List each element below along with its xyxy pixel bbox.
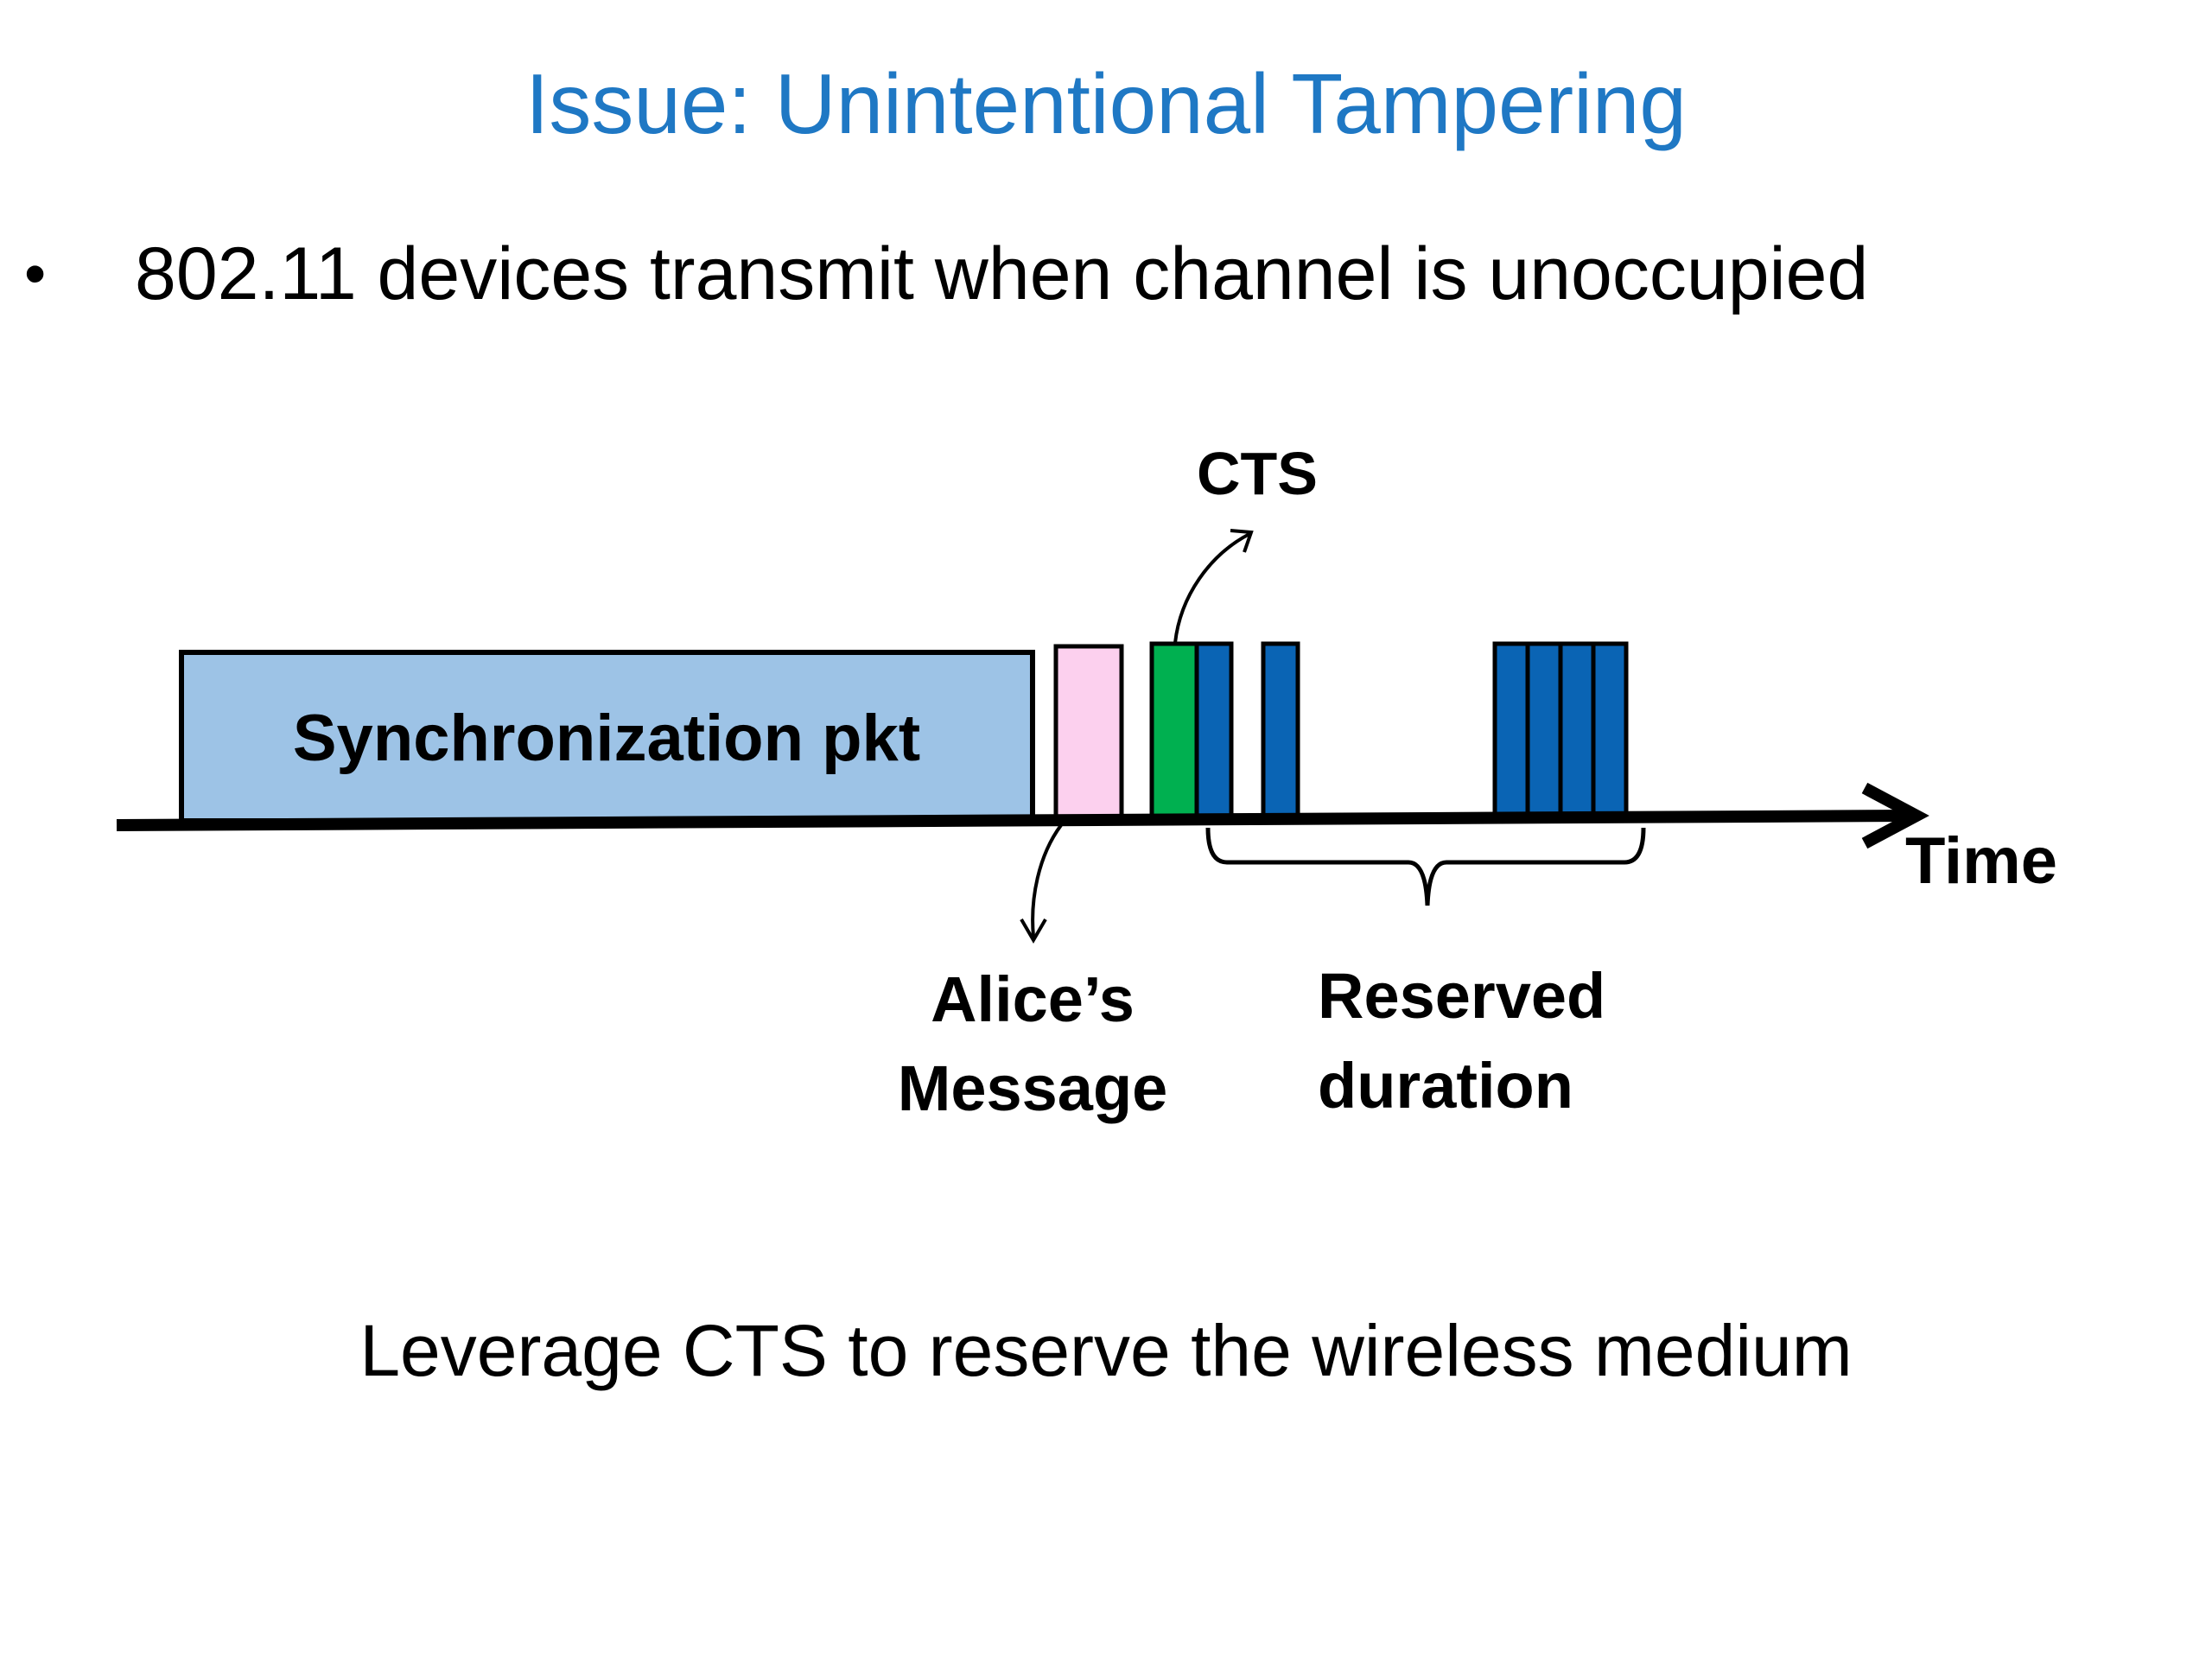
- cts-callout-arrowhead: [1230, 529, 1254, 553]
- reserved-frame: [1558, 641, 1596, 823]
- time-axis: [116, 810, 1910, 831]
- reserved-frame: [1525, 641, 1563, 823]
- reserved-duration-label-line2: duration: [1318, 1050, 1573, 1122]
- reserved-frame: [1194, 641, 1234, 823]
- alice-callout-arrowhead: [1020, 918, 1047, 944]
- alice-message-label-line2: Message: [898, 1052, 1168, 1124]
- time-axis-label: Time: [1905, 824, 2057, 898]
- cts-callout-arrow: [1173, 532, 1250, 644]
- bullet-text: 802.11 devices transmit when channel is …: [135, 232, 1869, 315]
- sync-packet-block: [179, 650, 1035, 823]
- reserved-duration-brace: [1205, 827, 1646, 906]
- reserved-frame: [1492, 641, 1530, 823]
- time-axis-arrowhead: [1861, 782, 1929, 849]
- alice-message-block: [1053, 644, 1124, 823]
- cts-label: CTS: [1197, 440, 1318, 507]
- sync-packet-label: Synchronization pkt: [293, 702, 920, 775]
- slide-title: Issue: Unintentional Tampering: [525, 56, 1687, 151]
- bullet-dot-icon: •: [24, 239, 47, 308]
- alice-message-label-line1: Alice’s: [931, 963, 1135, 1035]
- slide-caption: Leverage CTS to reserve the wireless med…: [359, 1310, 1853, 1391]
- reserved-duration-label-line1: Reserved: [1318, 960, 1605, 1032]
- reserved-frame: [1261, 641, 1300, 823]
- alice-callout-arrow: [1031, 823, 1063, 938]
- reserved-frame: [1591, 641, 1629, 823]
- cts-block: [1149, 641, 1199, 823]
